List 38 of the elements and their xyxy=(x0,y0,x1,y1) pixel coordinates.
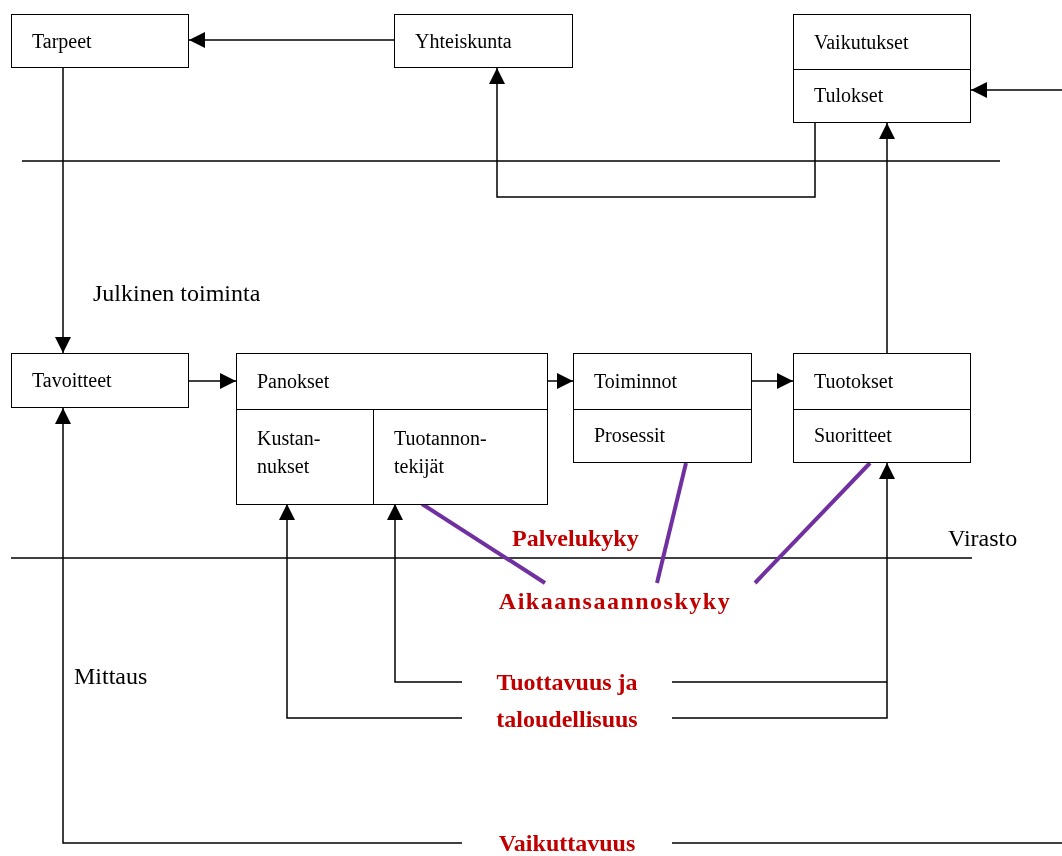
arrow xyxy=(671,462,895,719)
measure-label: Palvelukyky xyxy=(512,525,639,552)
process-box xyxy=(793,14,971,123)
area-label: Virasto xyxy=(948,525,1018,552)
box-subheading: Prosessit xyxy=(574,409,751,461)
measure-label: Tuottavuus ja taloudellisuus xyxy=(462,664,672,738)
process-box: Tarpeet xyxy=(11,14,189,68)
arrow xyxy=(879,122,895,354)
arrow xyxy=(970,82,1062,98)
measure-label: Vaikuttavuus xyxy=(462,825,672,856)
process-box xyxy=(236,353,548,505)
arrow xyxy=(547,373,574,389)
box-heading: Vaikutukset xyxy=(813,29,910,55)
area-label: Mittaus xyxy=(74,663,148,690)
arrow xyxy=(55,67,71,354)
arrow xyxy=(188,32,395,48)
process-box: Tavoitteet xyxy=(11,353,189,408)
box-subheading: Tulokset xyxy=(794,69,970,121)
arrow xyxy=(751,373,794,389)
measure-label: Aikaansaannoskyky xyxy=(462,583,768,619)
arrow xyxy=(279,503,463,719)
arrow xyxy=(55,407,463,844)
box-heading: Panokset xyxy=(256,369,331,394)
compartment: Kustan- nukset xyxy=(237,409,373,504)
arrow xyxy=(489,67,816,198)
area-label: Julkinen toiminta xyxy=(93,280,261,307)
compartment: Tuotannon- tekijät xyxy=(373,409,547,504)
connector-line xyxy=(671,842,1062,844)
box-subheading: Suoritteet xyxy=(794,409,970,461)
box-heading: Tuotokset xyxy=(813,369,895,394)
process-box xyxy=(793,353,971,463)
connector-line xyxy=(655,462,688,584)
box-heading: Toiminnot xyxy=(593,369,679,394)
process-box: Yhteiskunta xyxy=(394,14,573,68)
arrow xyxy=(188,373,237,389)
connector-line xyxy=(753,461,872,585)
process-box xyxy=(573,353,752,463)
arrow xyxy=(387,503,463,683)
